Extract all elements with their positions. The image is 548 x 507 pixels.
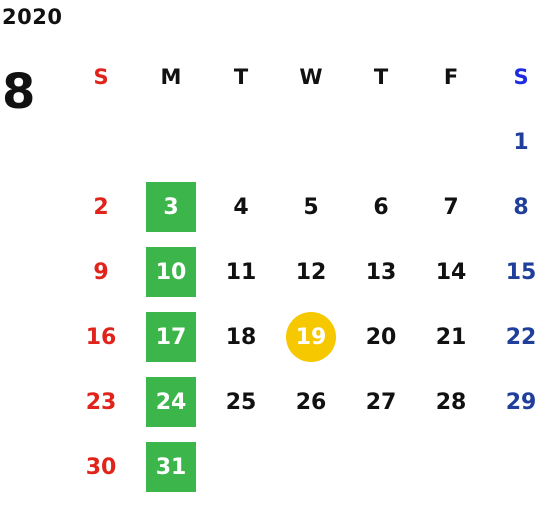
day-cell[interactable]: 28: [435, 389, 467, 415]
day-cell[interactable]: 23: [85, 389, 117, 415]
day-cell-highlighted[interactable]: 10: [146, 247, 196, 297]
week-row-5: 23 24 25 26 27 28 29: [68, 377, 548, 442]
day-cell[interactable]: 21: [435, 324, 467, 350]
day-cell[interactable]: 5: [303, 194, 319, 220]
week-row-4: 16 17 18 19 20 21 22: [68, 312, 548, 377]
day-cell[interactable]: 7: [443, 194, 459, 220]
week-row-2: 2 3 4 5 6 7 8: [68, 182, 548, 247]
day-cell[interactable]: 11: [225, 259, 257, 285]
weekday-header: S M T W T F S: [68, 52, 548, 117]
day-cell[interactable]: 22: [505, 324, 537, 350]
weekday-thursday: T: [373, 65, 389, 89]
day-cell[interactable]: 8: [513, 194, 529, 220]
day-cell[interactable]: 12: [295, 259, 327, 285]
day-cell[interactable]: 13: [365, 259, 397, 285]
month-label: 8: [2, 64, 36, 120]
day-cell[interactable]: 30: [85, 454, 117, 480]
day-cell[interactable]: 27: [365, 389, 397, 415]
day-cell[interactable]: 29: [505, 389, 537, 415]
day-cell[interactable]: 9: [93, 259, 109, 285]
day-cell-highlighted[interactable]: 24: [146, 377, 196, 427]
day-cell-highlighted[interactable]: 17: [146, 312, 196, 362]
day-cell-highlighted[interactable]: 31: [146, 442, 196, 492]
day-cell[interactable]: 15: [505, 259, 537, 285]
weekday-friday: F: [443, 65, 459, 89]
calendar-grid: S M T W T F S 1 2 3 4 5 6 7 8 9 10 11 12…: [68, 52, 548, 507]
day-cell[interactable]: 25: [225, 389, 257, 415]
day-cell[interactable]: 1: [513, 129, 529, 155]
week-row-6: 30 31: [68, 442, 548, 507]
weekday-sunday: S: [93, 65, 109, 89]
weekday-saturday: S: [513, 65, 529, 89]
weekday-monday: M: [160, 65, 182, 89]
day-cell-highlighted[interactable]: 3: [146, 182, 196, 232]
day-cell[interactable]: 2: [93, 194, 109, 220]
day-cell[interactable]: 20: [365, 324, 397, 350]
day-cell[interactable]: 26: [295, 389, 327, 415]
week-row-3: 9 10 11 12 13 14 15: [68, 247, 548, 312]
weekday-wednesday: W: [299, 65, 323, 89]
day-cell[interactable]: 16: [85, 324, 117, 350]
day-cell-today[interactable]: 19: [286, 312, 336, 362]
day-cell[interactable]: 18: [225, 324, 257, 350]
year-label: 2020: [2, 5, 63, 29]
day-cell[interactable]: 6: [373, 194, 389, 220]
week-row-1: 1: [68, 117, 548, 182]
day-cell[interactable]: 4: [233, 194, 249, 220]
day-cell[interactable]: 14: [435, 259, 467, 285]
weekday-tuesday: T: [233, 65, 249, 89]
